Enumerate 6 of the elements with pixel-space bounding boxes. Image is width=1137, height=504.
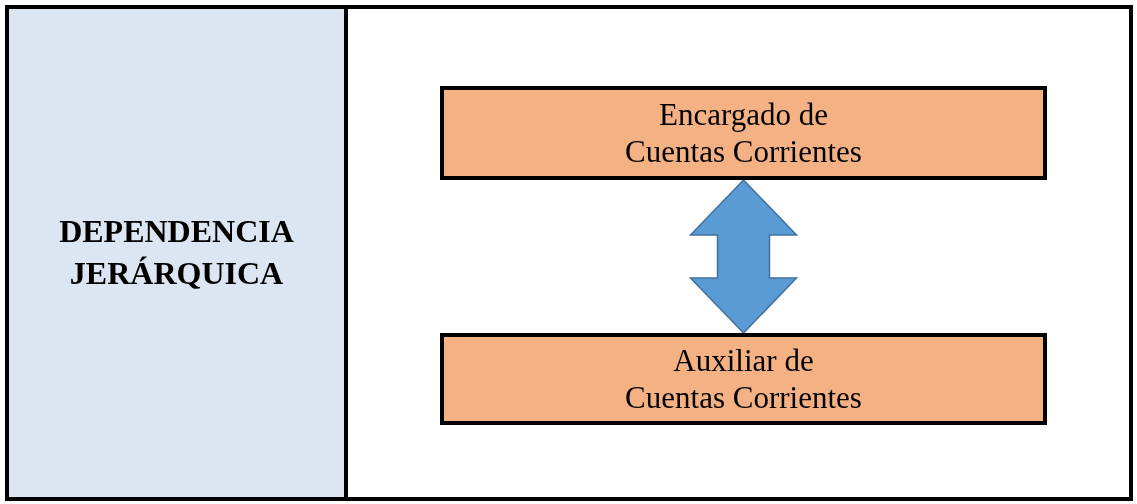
- double-arrow: [688, 178, 799, 335]
- role-box: [440, 86, 1047, 180]
- role-title: Auxiliar de Cuentas Corrientes: [624, 341, 863, 417]
- section-heading: DEPENDENCIA JERÁRQUICA: [58, 212, 295, 293]
- role-box: [440, 333, 1047, 425]
- role-title: Encargado de Cuentas Corrientes: [624, 95, 863, 171]
